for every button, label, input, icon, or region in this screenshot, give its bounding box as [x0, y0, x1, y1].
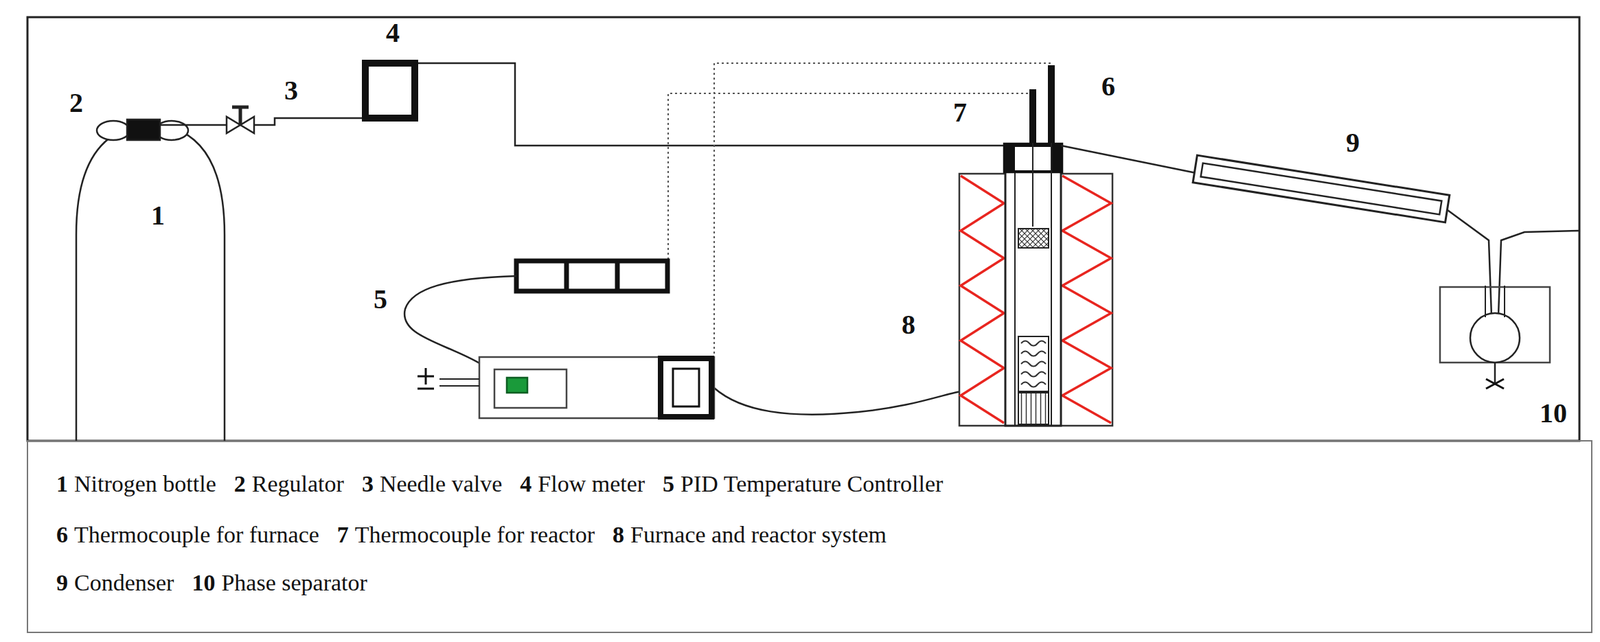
key-frame	[27, 440, 1592, 633]
key-name: Regulator	[252, 471, 345, 497]
coil-zigzag	[1062, 175, 1112, 424]
key-number: 7	[337, 521, 349, 548]
thermocouple-rod	[1032, 65, 1052, 227]
temperature-display	[516, 260, 668, 292]
gas-line	[160, 124, 227, 127]
key-name: Thermocouple for reactor	[355, 521, 595, 548]
flow-meter	[365, 63, 415, 119]
callout-number: 6	[1101, 72, 1116, 101]
packing-stroke	[1021, 341, 1046, 347]
controller-switch	[660, 358, 712, 417]
key-name: Needle valve	[379, 471, 502, 497]
callout-number: 5	[373, 285, 388, 314]
pid-controller	[479, 357, 715, 419]
figure-frame	[27, 17, 1580, 441]
callout-number: 4	[385, 19, 400, 47]
key-number: 9	[56, 569, 68, 596]
controller-panel	[494, 369, 567, 408]
wire-mesh	[1018, 228, 1049, 248]
callout-number: 10	[1539, 399, 1568, 428]
packing-stroke	[1021, 361, 1046, 367]
key-name: PID Temperature Controller	[680, 471, 943, 497]
key-number: 2	[234, 471, 246, 497]
key-name: Nitrogen bottle	[74, 471, 217, 497]
callout-number: 3	[284, 76, 299, 105]
packing-stroke	[1021, 372, 1046, 377]
valve-handle	[232, 107, 249, 125]
key-row: 9Condenser 10Phase separator	[56, 569, 386, 596]
drain-valve	[1486, 379, 1504, 389]
key-number: 4	[519, 471, 532, 497]
key-row: 1Nitrogen bottle 2Regulator 3Needle valve 4…	[56, 471, 961, 497]
phase-separator	[1440, 287, 1550, 363]
regulator-knob	[96, 120, 130, 141]
gas-cylinder	[76, 124, 225, 441]
key-number: 8	[612, 521, 625, 548]
thermocouple-6	[1047, 65, 1055, 143]
key-name: Flow meter	[537, 471, 645, 497]
packing-stroke	[1021, 351, 1046, 357]
gas-line	[254, 118, 362, 125]
controller-cable	[404, 276, 517, 364]
key-name: Condenser	[74, 569, 174, 596]
drain-tube	[1494, 362, 1497, 385]
gas-line	[418, 63, 1006, 146]
flask-neck	[1485, 285, 1505, 318]
separator-flask	[1470, 313, 1520, 363]
callout-number: 2	[69, 89, 84, 117]
vapour-line	[1060, 145, 1197, 174]
key-name: Furnace and reactor system	[630, 521, 887, 548]
key-number: 6	[56, 521, 68, 548]
sample-packing	[1021, 341, 1046, 388]
condenser	[1192, 155, 1450, 223]
callout-number: 9	[1345, 129, 1360, 157]
power-plug	[417, 368, 434, 389]
controller-switch	[672, 368, 700, 407]
gas-outlet	[1498, 230, 1580, 316]
heater-cable	[714, 387, 962, 415]
regulator-body	[127, 119, 160, 141]
key-number: 1	[56, 471, 68, 497]
key-number: 5	[662, 471, 675, 497]
support-grid	[1018, 392, 1049, 425]
power-lead	[439, 379, 480, 386]
display-cell	[566, 260, 618, 292]
indicator-light	[506, 377, 528, 393]
key-name: Thermocouple for furnace	[74, 521, 320, 548]
callout-number: 1	[151, 201, 165, 230]
callout-number: 7	[953, 98, 967, 127]
coil-zigzag	[960, 175, 1004, 424]
key-number: 10	[191, 569, 215, 596]
key-number: 3	[361, 471, 374, 497]
key-name: Phase separator	[221, 569, 367, 596]
sample-bed	[1018, 336, 1049, 392]
callout-number: 8	[901, 311, 916, 339]
key-row: 6Thermocouple for furnace 7Thermocouple f…	[56, 521, 905, 548]
packing-stroke	[1021, 382, 1046, 388]
thermocouple-7	[1029, 89, 1037, 143]
